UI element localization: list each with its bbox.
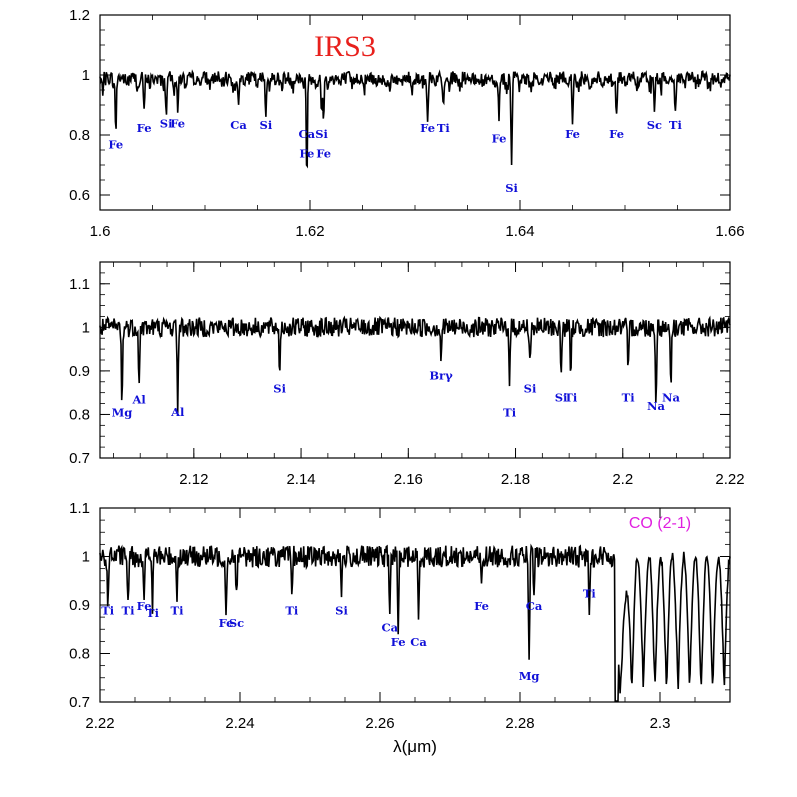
plot-frame bbox=[99, 14, 731, 211]
line-label: Fe bbox=[492, 132, 507, 146]
line-label: Ti bbox=[171, 604, 185, 618]
y-tick-label: 0.8 bbox=[69, 406, 90, 423]
line-label: Ca bbox=[526, 599, 543, 613]
y-tick-label: 0.8 bbox=[69, 127, 90, 144]
line-label: Ca bbox=[299, 127, 316, 141]
line-label: Fe bbox=[565, 127, 580, 141]
line-label: Si bbox=[160, 117, 173, 131]
line-label: Si bbox=[260, 118, 273, 132]
line-label: Si bbox=[335, 604, 348, 618]
spectrum-line bbox=[99, 543, 731, 702]
y-tick-label: 1 bbox=[82, 549, 90, 566]
x-tick-label: 1.64 bbox=[505, 223, 534, 240]
y-tick-label: 0.7 bbox=[69, 450, 90, 467]
line-label: Fe bbox=[609, 127, 624, 141]
y-tick-label: 0.9 bbox=[69, 597, 90, 614]
x-tick-label: 2.3 bbox=[650, 715, 671, 732]
y-tick-label: 1.1 bbox=[69, 276, 90, 293]
x-tick-label: 2.16 bbox=[394, 471, 423, 488]
line-label: Ti bbox=[122, 604, 136, 618]
line-label: Mg bbox=[112, 406, 133, 420]
line-label: Fe bbox=[299, 147, 314, 161]
spectrum-line bbox=[99, 315, 731, 414]
y-tick-label: 1 bbox=[82, 319, 90, 336]
line-label: Fe bbox=[474, 599, 489, 613]
x-tick-label: 2.22 bbox=[85, 715, 114, 732]
line-label: Si bbox=[524, 382, 537, 396]
line-label: Fe bbox=[137, 599, 152, 613]
line-label: Ti bbox=[503, 406, 517, 420]
x-tick-label: 2.22 bbox=[715, 471, 744, 488]
line-label: Na bbox=[647, 399, 666, 413]
y-tick-label: 1.2 bbox=[69, 7, 90, 24]
line-label: Ti bbox=[583, 587, 597, 601]
x-tick-label: 2.18 bbox=[501, 471, 530, 488]
x-tick-label: 2.12 bbox=[179, 471, 208, 488]
line-label: Ti bbox=[437, 121, 451, 135]
y-tick-label: 1.1 bbox=[69, 500, 90, 517]
x-tick-label: 2.2 bbox=[612, 471, 633, 488]
y-tick-label: 0.9 bbox=[69, 363, 90, 380]
line-label: Fe bbox=[316, 147, 331, 161]
line-label: Si bbox=[505, 181, 518, 195]
x-axis-label: λ(μm) bbox=[393, 737, 437, 756]
x-tick-label: 2.26 bbox=[365, 715, 394, 732]
x-tick-label: 1.66 bbox=[715, 223, 744, 240]
line-label: Na bbox=[662, 390, 681, 404]
line-label: Fe bbox=[391, 635, 406, 649]
spectrum-line bbox=[99, 69, 731, 169]
line-label: Fe bbox=[108, 138, 123, 152]
line-label: Si bbox=[273, 382, 286, 396]
line-label: Al bbox=[131, 393, 146, 407]
line-label: Sc bbox=[647, 118, 662, 132]
line-label: Fe bbox=[420, 121, 435, 135]
line-label: Fe bbox=[137, 121, 152, 135]
line-label: Ca bbox=[410, 635, 427, 649]
y-tick-label: 0.6 bbox=[69, 187, 90, 204]
y-tick-label: 1 bbox=[82, 67, 90, 84]
line-label: Ti bbox=[101, 604, 115, 618]
line-label: Ti bbox=[146, 606, 160, 620]
chart-title: IRS3 bbox=[314, 30, 376, 63]
line-label: Ti bbox=[285, 604, 299, 618]
line-label: Fe bbox=[219, 616, 234, 630]
y-tick-label: 0.7 bbox=[69, 694, 90, 711]
x-tick-label: 2.14 bbox=[286, 471, 315, 488]
plot-frame bbox=[99, 261, 731, 459]
x-tick-label: 2.28 bbox=[505, 715, 534, 732]
line-label: Si bbox=[555, 390, 568, 404]
line-label: Fe bbox=[170, 117, 185, 131]
line-label: Ca bbox=[381, 621, 398, 635]
line-label: Ti bbox=[669, 118, 683, 132]
line-label: Ti bbox=[622, 390, 636, 404]
line-label: Mg bbox=[519, 669, 540, 683]
line-label: Ca bbox=[230, 118, 247, 132]
x-tick-label: 2.24 bbox=[225, 715, 254, 732]
y-tick-label: 0.8 bbox=[69, 646, 90, 663]
line-label: Al bbox=[170, 405, 185, 419]
co-band-annotation: CO (2-1) bbox=[629, 515, 691, 532]
line-label: Si bbox=[315, 127, 328, 141]
line-label: Sc bbox=[229, 616, 244, 630]
x-tick-label: 1.62 bbox=[295, 223, 324, 240]
x-tick-label: 1.6 bbox=[90, 223, 111, 240]
plot-frame bbox=[99, 507, 731, 703]
line-label: Brγ bbox=[429, 369, 453, 383]
line-label: Ti bbox=[564, 390, 578, 404]
